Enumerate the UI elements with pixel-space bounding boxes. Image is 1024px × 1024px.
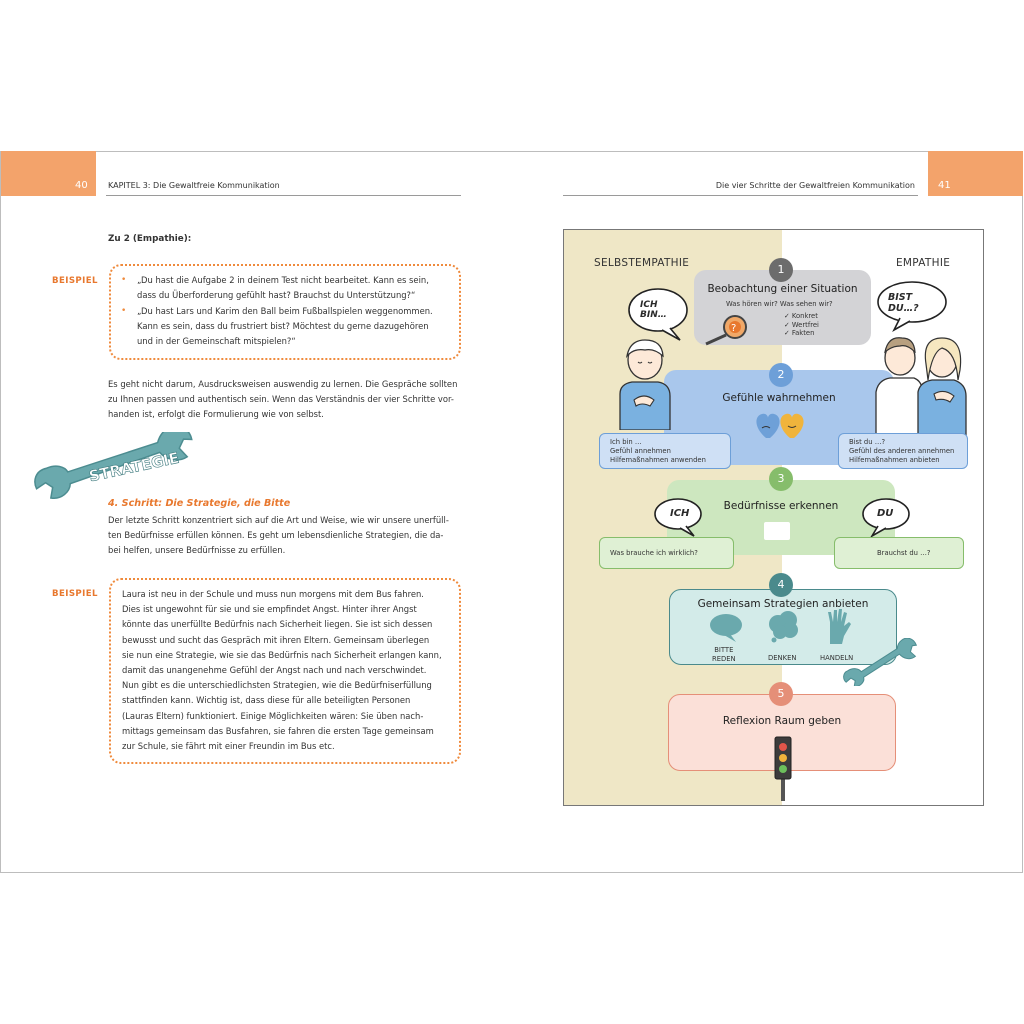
magnifier-icon: ? [705,315,747,346]
step2-right-note: Bist du …? Gefühl des anderen annehmen H… [838,433,968,469]
thought-cloud-icon [769,611,798,643]
icon-label-denken: DENKEN [768,654,797,662]
hearts-icon [756,413,804,438]
boy-illustration [619,339,671,430]
paragraph-1: Es geht nicht darum, Ausdrucksweisen aus… [108,379,458,420]
couple-illustration [875,337,967,436]
step1-number: 1 [769,258,793,282]
bubble-text-ich-bin: ICH BIN… [640,300,667,320]
bubble-text-ich: ICH [670,508,690,519]
example1-item-1: „Du hast die Aufgabe 2 in deinem Test ni… [137,275,429,301]
bubble-text-du: DU [877,508,894,519]
step5-title: Reflexion Raum geben [722,715,842,727]
right-page-tab: 41 [928,151,1023,196]
bullet-icon: • [121,275,127,285]
step2-number: 2 [769,363,793,387]
step3-title: Bedürfnisse erkennen [723,500,839,512]
right-running-head: Die vier Schritte der Gewaltfreien Kommu… [715,181,915,190]
traffic-light-icon [774,736,792,801]
svg-text:?: ? [731,323,736,334]
section-heading: Zu 2 (Empathie): [108,234,192,244]
example-box-1: • „Du hast die Aufgabe 2 in deinem Test … [109,264,461,360]
bullet-icon: • [121,306,127,316]
step1-title: Beobachtung einer Situation [707,283,858,295]
step1-box: Beobachtung einer Situation Was hören wi… [694,270,871,346]
speech-bubble-left-3 [654,498,702,537]
nvc-diagram: SELBSTEMPATHIE EMPATHIE Beobachtung eine… [563,229,984,806]
step1-subtitle: Was hören wir? Was sehen wir? [726,300,833,308]
left-page-tab: 40 [1,151,96,196]
left-header-rule [106,195,461,196]
icon-label-bitte-reden: BITTE REDEN [712,646,736,663]
step3-number: 3 [769,467,793,491]
example-label-1: BEISPIEL [52,276,98,286]
self-empathy-label: SELBSTEMPATHIE [594,257,690,269]
step2-title: Gefühle wahrnehmen [722,392,836,404]
step4-box: Gemeinsam Strategien anbieten BITTE REDE… [669,589,897,665]
step3-card-icon [764,522,790,540]
wrench-icon: STRATEGIE [34,432,193,499]
example-label-2: BEISPIEL [52,589,98,599]
step3-left-note: Was brauche ich wirklich? [599,537,734,569]
right-page-number: 41 [938,180,951,191]
step1-checks: ✓ Konkret ✓ Wertfrei ✓ Fakten [784,312,819,338]
paragraph-2: Der letzte Schritt konzentriert sich auf… [108,515,449,556]
step5-number: 5 [769,682,793,706]
speech-bubble-right-3 [862,498,910,538]
speech-bubble-left-1 [628,288,688,341]
example-box-2: Laura ist neu in der Schule und muss nun… [109,578,461,764]
left-running-head: KAPITEL 3: Die Gewaltfreie Kommunikation [108,181,280,190]
icon-label-handeln: HANDELN [820,654,854,662]
step4-number: 4 [769,573,793,597]
empathy-label: EMPATHIE [896,257,951,269]
step2-left-note: Ich bin … Gefühl annehmen Hilfemaßnahmen… [599,433,731,469]
step4-title: Gemeinsam Strategien anbieten [697,598,869,610]
example1-item-2: „Du hast Lars und Karim den Ball beim Fu… [137,306,433,347]
example2-text: Laura ist neu in der Schule und muss nun… [122,589,442,752]
speech-icon [710,614,742,642]
speech-bubble-right-1 [877,281,947,332]
step4-heading: 4. Schritt: Die Strategie, die Bitte [108,498,291,509]
right-header-rule [563,195,918,196]
bubble-text-bist-du: BIST DU…? [888,292,919,314]
hand-icon [828,609,851,644]
wrench-small-icon [843,638,918,686]
left-page-number: 40 [75,180,88,191]
step3-right-note: Brauchst du …? [834,537,964,569]
